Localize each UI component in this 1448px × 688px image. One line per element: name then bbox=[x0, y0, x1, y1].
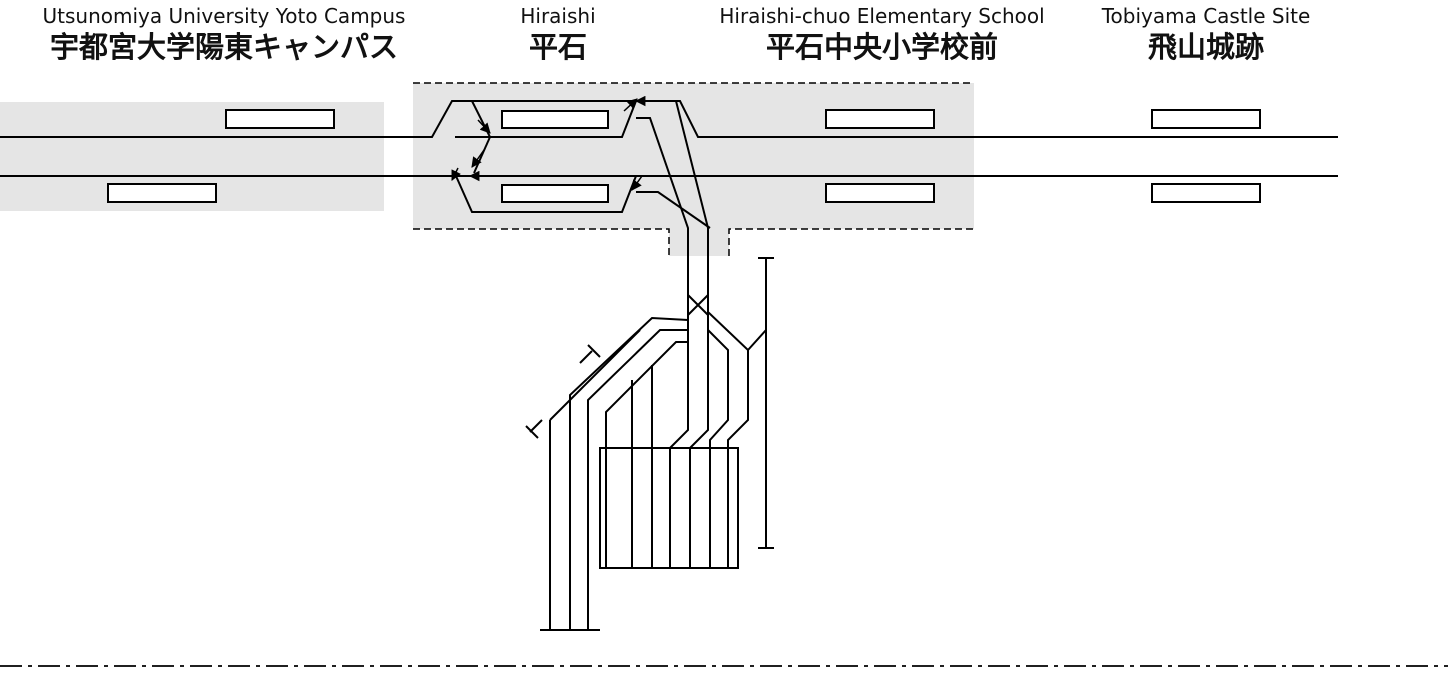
switch-arrows bbox=[451, 95, 646, 191]
platform-chuo-upper bbox=[825, 109, 935, 129]
platform-yoto-upper bbox=[225, 109, 335, 129]
depot-building bbox=[599, 447, 739, 569]
hiraishi-upper-siding-track bbox=[455, 100, 637, 138]
depot-tracks bbox=[525, 257, 774, 631]
depot-lead-upper bbox=[650, 100, 709, 312]
station-name-en: Utsunomiya University Yoto Campus bbox=[42, 4, 406, 28]
station-name-en: Hiraishi bbox=[520, 4, 596, 28]
platform-chuo-lower bbox=[825, 183, 935, 203]
platforms bbox=[107, 109, 1261, 203]
upper-main-track bbox=[0, 100, 1338, 138]
hiraishi-lower-siding-track bbox=[455, 175, 637, 213]
platform-hiraishi-upper bbox=[501, 110, 609, 129]
depot-lead-upper-b bbox=[636, 117, 689, 312]
station-label-yoto-campus: Utsunomiya University Yoto Campus 宇都宮大学陽… bbox=[34, 2, 414, 64]
station-name-ja: 平石 bbox=[528, 30, 587, 64]
station-label-hiraishi-chuo: Hiraishi-chuo Elementary School 平石中央小学校前 bbox=[692, 2, 1072, 64]
station-name-en: Tobiyama Castle Site bbox=[1101, 4, 1311, 28]
platform-hiraishi-lower bbox=[501, 184, 609, 203]
platform-tobiyama-lower bbox=[1151, 183, 1261, 203]
station-name-ja: 飛山城跡 bbox=[1147, 30, 1264, 64]
station-name-ja: 平石中央小学校前 bbox=[765, 30, 998, 64]
platform-tobiyama-upper bbox=[1151, 109, 1261, 129]
station-area-hiraishi-border bbox=[413, 82, 974, 256]
depot-lead-lower bbox=[636, 191, 711, 229]
platform-yoto-lower bbox=[107, 183, 217, 203]
station-label-hiraishi: Hiraishi 平石 bbox=[368, 2, 748, 64]
station-name-en: Hiraishi-chuo Elementary School bbox=[719, 4, 1045, 28]
station-label-tobiyama: Tobiyama Castle Site 飛山城跡 bbox=[1016, 2, 1396, 64]
station-name-ja: 宇都宮大学陽東キャンパス bbox=[49, 30, 398, 64]
